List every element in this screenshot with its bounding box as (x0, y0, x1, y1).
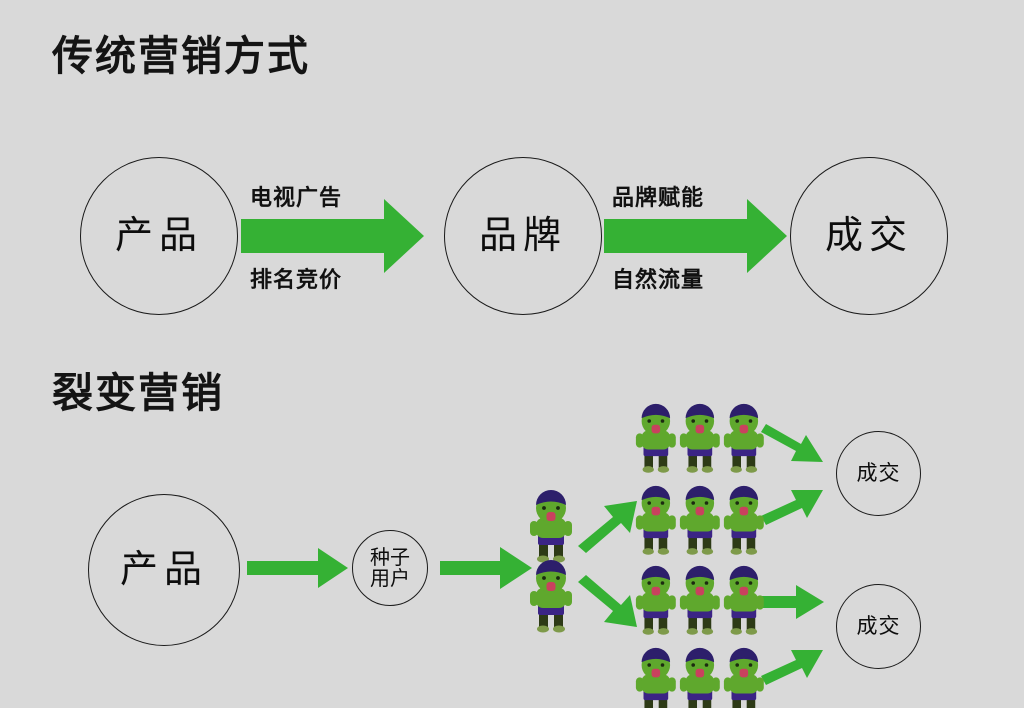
arrow-cluster-bottom-row1-to-deal-bottom (761, 585, 824, 619)
cluster-1-person-figure-4 (634, 484, 678, 556)
seed-users-line-1: 种子 (370, 545, 410, 569)
cluster-2-person-figure-4 (634, 646, 678, 708)
node-brand[interactable]: 品牌 (444, 157, 602, 315)
arrow-product-to-seed (247, 548, 348, 588)
label-tv-advertising: 电视广告 (250, 186, 343, 211)
cluster-1-person-figure-1 (634, 402, 678, 474)
label-brand-empowerment: 品牌赋能 (612, 186, 705, 211)
cluster-1-person-figure-2 (678, 402, 722, 474)
cluster-1-person-figure-6 (722, 484, 766, 556)
cluster-2-person-figure-5 (678, 646, 722, 708)
arrow-cluster-bottom-row2-to-deal-bottom (761, 650, 823, 685)
cluster-2-person-figure-6 (722, 646, 766, 708)
cluster-2-person-figure-3 (722, 564, 766, 636)
section-title-viral: 裂变营销 (52, 369, 224, 417)
label-organic-traffic: 自然流量 (612, 268, 705, 293)
cluster-2-person-figure-1 (634, 564, 678, 636)
node-seed-users[interactable]: 种子 用户 (352, 530, 428, 606)
seed-users-line-2: 用户 (370, 566, 410, 590)
node-deal-viral-top[interactable]: 成交 (836, 431, 921, 516)
label-ranking-bidding: 排名竞价 (250, 268, 343, 293)
arrow-cluster-top-row2-to-deal-top (761, 490, 823, 525)
seed-person-figure-1 (528, 488, 574, 564)
node-product-viral[interactable]: 产品 (88, 494, 240, 646)
arrow-cluster-top-row1-to-deal-top (761, 424, 823, 462)
node-deal-viral-bottom[interactable]: 成交 (836, 584, 921, 669)
seed-person-figure-2 (528, 558, 574, 634)
arrow-seed-to-people (440, 547, 532, 589)
cluster-1-person-figure-3 (722, 402, 766, 474)
arrow-seed2-to-cluster-bottom (578, 575, 637, 627)
node-product-traditional[interactable]: 产品 (80, 157, 238, 315)
node-deal-traditional[interactable]: 成交 (790, 157, 948, 315)
arrow-seed1-to-cluster-top (578, 501, 637, 553)
cluster-1-person-figure-5 (678, 484, 722, 556)
cluster-2-person-figure-2 (678, 564, 722, 636)
section-title-traditional: 传统营销方式 (52, 32, 310, 80)
